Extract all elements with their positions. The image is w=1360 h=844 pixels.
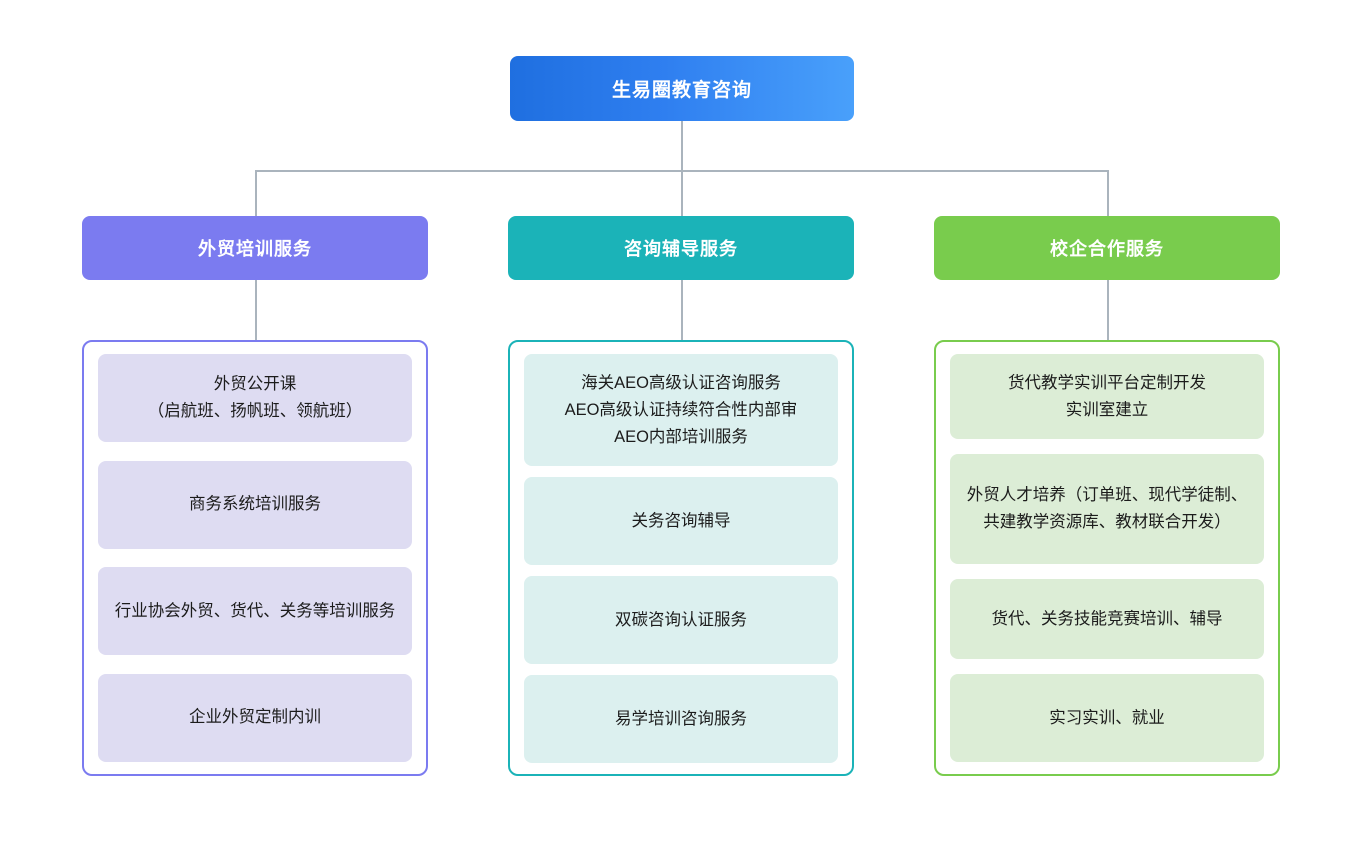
connector-to-header-school-enterprise: [1107, 170, 1109, 216]
connector-header-to-panel-school-enterprise: [1107, 280, 1109, 340]
service-item[interactable]: 双碳咨询认证服务: [524, 576, 838, 664]
column-header-school-enterprise[interactable]: 校企合作服务: [934, 216, 1280, 280]
service-item[interactable]: 行业协会外贸、货代、关务等培训服务: [98, 567, 412, 656]
service-item[interactable]: 海关AEO高级认证咨询服务 AEO高级认证持续符合性内部审 AEO内部培训服务: [524, 354, 838, 466]
column-header-training[interactable]: 外贸培训服务: [82, 216, 428, 280]
service-item[interactable]: 关务咨询辅导: [524, 477, 838, 565]
column-header-label: 外贸培训服务: [198, 239, 312, 259]
column-header-label: 咨询辅导服务: [624, 239, 738, 259]
connector-to-header-training: [255, 170, 257, 216]
connector-header-to-panel-training: [255, 280, 257, 340]
service-item[interactable]: 货代教学实训平台定制开发 实训室建立: [950, 354, 1264, 439]
panel-school-enterprise: 货代教学实训平台定制开发 实训室建立 外贸人才培养（订单班、现代学徒制、共建教学…: [934, 340, 1280, 776]
service-item[interactable]: 外贸人才培养（订单班、现代学徒制、共建教学资源库、教材联合开发）: [950, 454, 1264, 564]
service-item[interactable]: 外贸公开课 （启航班、扬帆班、领航班）: [98, 354, 412, 442]
service-item[interactable]: 商务系统培训服务: [98, 460, 412, 549]
column-header-consulting[interactable]: 咨询辅导服务: [508, 216, 854, 280]
service-item[interactable]: 货代、关务技能竞赛培训、辅导: [950, 579, 1264, 659]
root-node-label: 生易圈教育咨询: [611, 80, 752, 101]
service-item[interactable]: 易学培训咨询服务: [524, 675, 838, 763]
connector-to-header-consulting: [681, 170, 683, 216]
connector-header-to-panel-consulting: [681, 280, 683, 340]
service-item[interactable]: 实习实训、就业: [950, 674, 1264, 762]
panel-consulting: 海关AEO高级认证咨询服务 AEO高级认证持续符合性内部审 AEO内部培训服务 …: [508, 340, 854, 776]
column-header-label: 校企合作服务: [1050, 239, 1164, 259]
service-item[interactable]: 企业外贸定制内训: [98, 673, 412, 762]
root-node[interactable]: 生易圈教育咨询: [510, 56, 854, 121]
connector-root-vertical: [681, 121, 683, 171]
panel-training: 外贸公开课 （启航班、扬帆班、领航班） 商务系统培训服务 行业协会外贸、货代、关…: [82, 340, 428, 776]
